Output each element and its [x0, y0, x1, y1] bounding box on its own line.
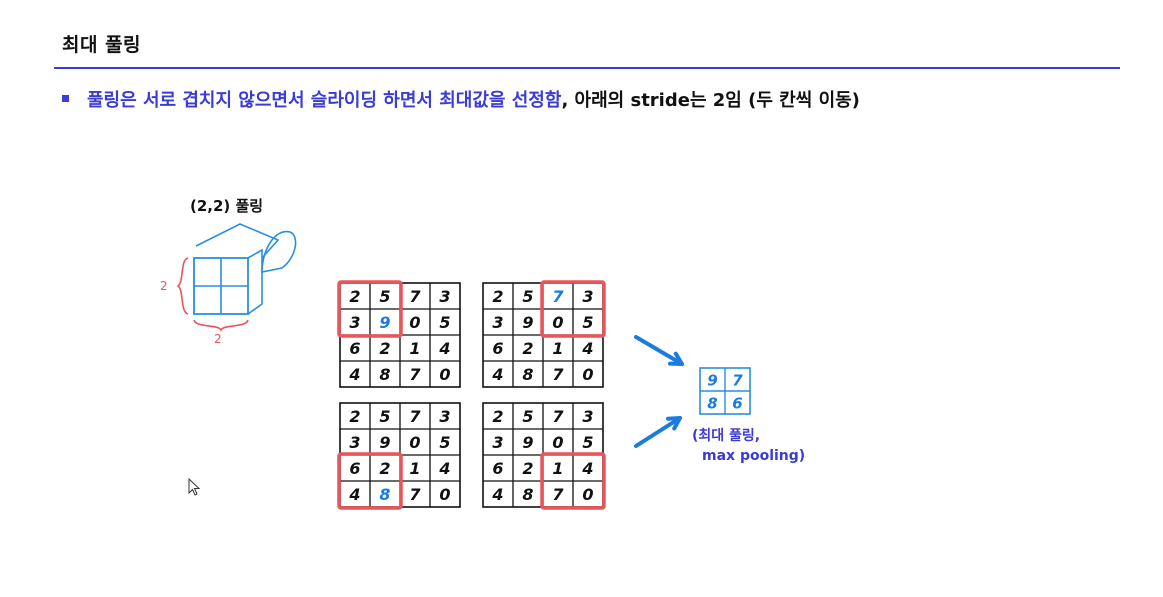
height-label: 2 [160, 279, 168, 293]
matrix-3-cell: 3 [439, 407, 450, 426]
matrix-4-cell: 8 [522, 485, 533, 504]
matrix-2-cell: 4 [491, 365, 503, 384]
matrix-3-cell: 5 [439, 433, 450, 452]
matrix-3-cell: 2 [349, 407, 360, 426]
matrix-3-cell: 0 [439, 485, 450, 504]
matrix-3-cell: 5 [379, 407, 390, 426]
matrix-3-cell: 4 [348, 485, 360, 504]
matrix-4-cell: 0 [582, 485, 593, 504]
matrix-2-cell: 2 [492, 287, 503, 306]
matrix-3-cell: 6 [349, 459, 360, 478]
matrix-4-cell: 4 [491, 485, 503, 504]
bullet-highlight-text: 풀링은 서로 겹치지 않으면서 슬라이딩 하면서 최대값을 선정함 [87, 90, 562, 111]
arrow-to-result-bottom-head [666, 416, 682, 431]
matrix-4-cell: 5 [522, 407, 533, 426]
pool-size-label: (2,2) 풀링 [190, 197, 264, 215]
matrix-1-cell: 3 [349, 313, 360, 332]
matrix-2-cell: 3 [582, 287, 593, 306]
title-divider [54, 67, 1120, 69]
matrix-1-cell: 0 [409, 313, 420, 332]
matrix-4-cell: 1 [552, 459, 563, 478]
slide-title: 최대 풀링 [62, 34, 142, 56]
matrix-4-cell: 2 [492, 407, 503, 426]
matrix-2-cell: 0 [582, 365, 593, 384]
matrix-2-cell: 2 [522, 339, 533, 358]
result-cell: 8 [707, 395, 717, 413]
matrix-3-cell: 2 [379, 459, 390, 478]
window-side-face [247, 248, 263, 315]
matrix-1-cell: 5 [439, 313, 450, 332]
matrix-4-cell: 7 [552, 407, 564, 426]
matrix-2-cell: 4 [581, 339, 593, 358]
matrix-4-cell: 5 [582, 433, 593, 452]
matrix-1-cell: 4 [348, 365, 360, 384]
width-brace [193, 319, 249, 332]
bullet-rest-text: , 아래의 stride는 2임 (두 칸씩 이동) [561, 90, 860, 111]
matrix-3-cell: 4 [438, 459, 450, 478]
matrix-1-cell: 9 [379, 313, 390, 332]
matrix-3-pool-window [337, 452, 403, 510]
matrix-1-cell: 8 [379, 365, 390, 384]
matrix-2-cell: 9 [522, 313, 533, 332]
matrix-1-pool-window [337, 280, 403, 338]
result-caption-line2: max pooling) [702, 448, 806, 464]
matrix-4-cell: 9 [522, 433, 533, 452]
matrix-2-pool-window [540, 280, 606, 338]
matrix-1-cell: 7 [409, 287, 421, 306]
matrix-1-cell: 4 [438, 339, 450, 358]
matrix-2-cell: 7 [552, 365, 564, 384]
matrix-1-cell: 2 [349, 287, 360, 306]
matrix-2-cell: 0 [552, 313, 563, 332]
width-label: 2 [214, 332, 222, 346]
result-cell: 6 [732, 395, 742, 413]
matrix-1-cell: 3 [439, 287, 450, 306]
matrix-1-cell: 0 [439, 365, 450, 384]
matrix-4-cell: 2 [522, 459, 533, 478]
matrix-2-cell: 6 [492, 339, 503, 358]
arrow-to-result-top-head [668, 351, 684, 366]
arrow-to-result-bottom [634, 416, 682, 448]
bullet-point: 풀링은 서로 겹치지 않으면서 슬라이딩 하면서 최대값을 선정함, 아래의 s… [62, 86, 860, 112]
matrix-2-cell: 8 [522, 365, 533, 384]
matrix-3-cell: 7 [409, 485, 421, 504]
matrix-1-cell: 1 [409, 339, 420, 358]
mouse-cursor-icon [188, 478, 201, 496]
matrix-4-pool-window [540, 452, 606, 510]
matrix-4-cell: 7 [552, 485, 564, 504]
result-cell: 7 [732, 372, 743, 390]
window-top-face [195, 223, 280, 259]
matrix-4-cell: 3 [582, 407, 593, 426]
matrix-2-cell: 3 [492, 313, 503, 332]
matrix-2-cell: 7 [552, 287, 564, 306]
matrix-2-cell: 5 [522, 287, 533, 306]
matrix-3-cell: 9 [379, 433, 390, 452]
matrix-4-cell: 3 [492, 433, 503, 452]
matrix-3-cell: 7 [409, 407, 421, 426]
matrix-3-cell: 1 [409, 459, 420, 478]
matrix-3-cell: 0 [409, 433, 420, 452]
matrix-2-cell: 5 [582, 313, 593, 332]
bullet-marker [62, 94, 69, 102]
result-caption: (최대 풀링, max pooling) [692, 426, 805, 466]
matrix-4-cell: 0 [552, 433, 563, 452]
result-caption-line1: (최대 풀링, [692, 428, 761, 444]
result-cell: 9 [707, 372, 717, 390]
matrix-3-cell: 8 [379, 485, 390, 504]
matrix-4-cell: 4 [581, 459, 593, 478]
matrix-1-cell: 7 [409, 365, 421, 384]
matrix-1-cell: 6 [349, 339, 360, 358]
height-brace [176, 257, 189, 315]
matrix-2-cell: 1 [552, 339, 563, 358]
arrow-to-result-top [634, 335, 684, 366]
matrix-4-cell: 6 [492, 459, 503, 478]
matrix-3-cell: 3 [349, 433, 360, 452]
matrix-1-cell: 5 [379, 287, 390, 306]
finger-shape [261, 230, 297, 273]
matrix-1-cell: 2 [379, 339, 390, 358]
